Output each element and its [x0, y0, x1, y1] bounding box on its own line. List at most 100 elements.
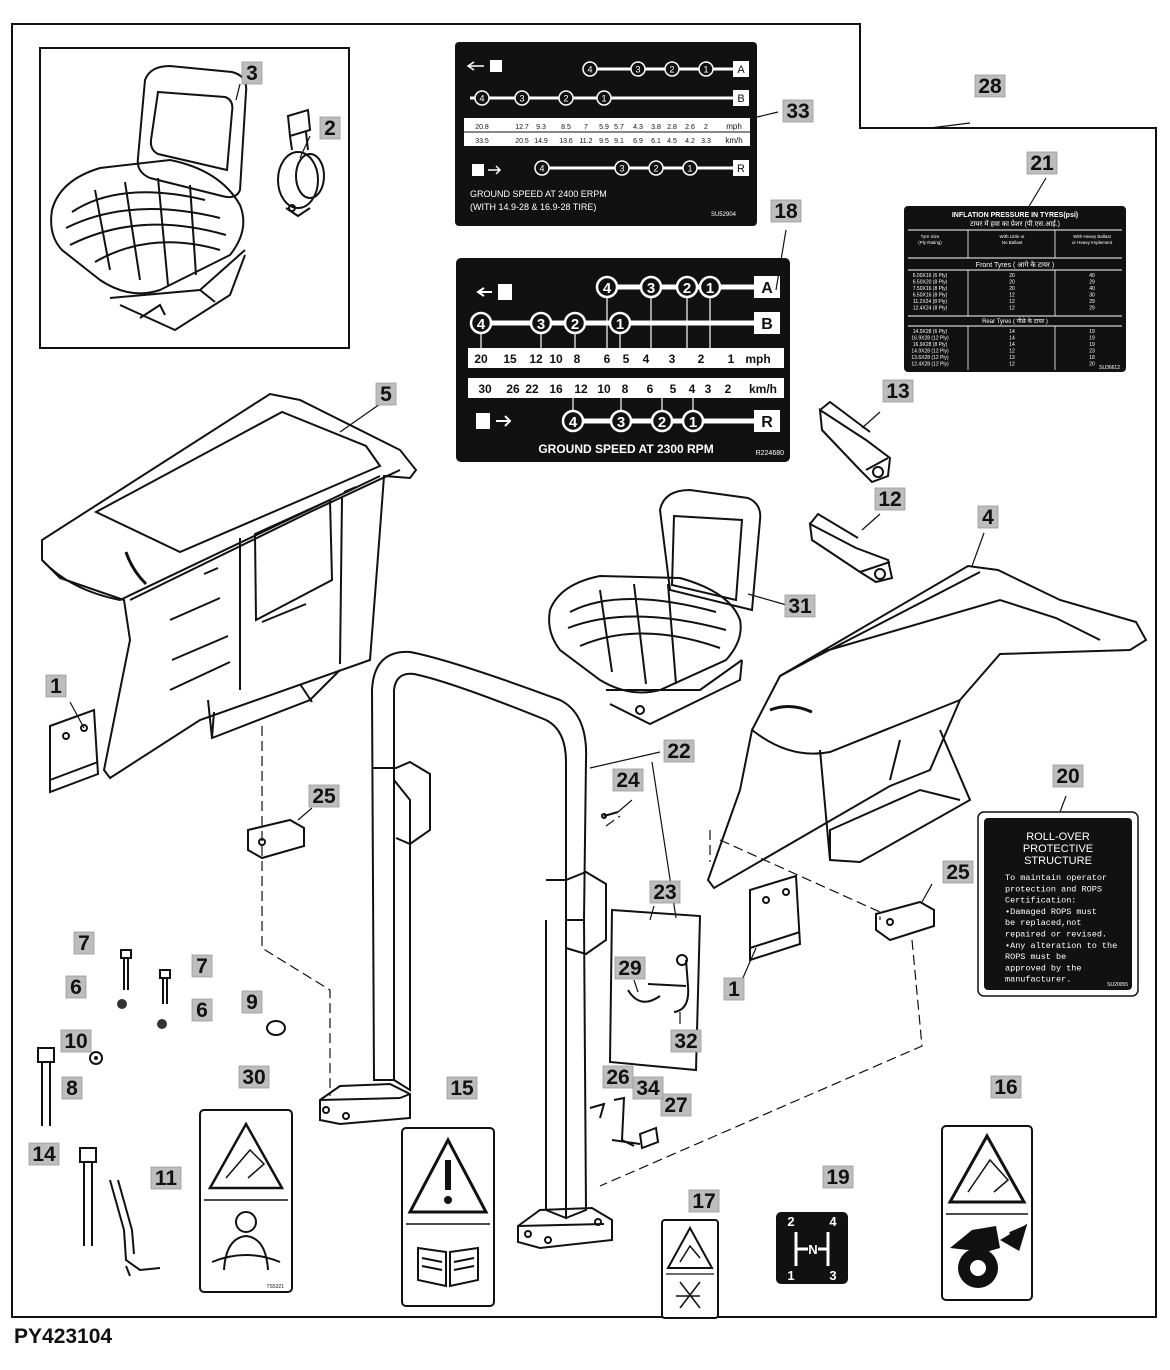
- clip-icon-27: [638, 1126, 660, 1150]
- decal-20-body: •Damaged ROPS must: [1005, 907, 1097, 917]
- range-label-18: R: [761, 414, 773, 431]
- svg-text:11: 11: [155, 1167, 178, 1190]
- svg-text:6: 6: [196, 999, 208, 1022]
- bolt-icon-7a: [120, 949, 132, 990]
- range-box: [733, 160, 749, 176]
- mph-value-18: 1: [728, 352, 735, 366]
- kmh-value-18: 26: [506, 382, 520, 396]
- latch-icon: [277, 108, 325, 218]
- callout-8: 8: [61, 1076, 83, 1100]
- mph-value: 8.5: [561, 124, 571, 131]
- svg-text:15: 15: [450, 1077, 474, 1100]
- callout-25: 25: [308, 784, 340, 808]
- seat-inset-box: [39, 47, 350, 349]
- mph-value: 7: [584, 124, 588, 131]
- callout-27: 27: [660, 1093, 692, 1117]
- range-box: [733, 61, 749, 77]
- callout-17: 17: [688, 1189, 720, 1213]
- callout-15: 15: [446, 1076, 478, 1100]
- gear-marker: [614, 160, 630, 176]
- shift-label-3: 3: [829, 1268, 836, 1283]
- mph-value-18: 6: [604, 352, 611, 366]
- svg-text:7: 7: [78, 932, 90, 955]
- decal-21-cell: 13: [1009, 355, 1015, 361]
- bolt-icon-14: [79, 1147, 97, 1246]
- gear-marker: [534, 160, 550, 176]
- callout-6: 6: [191, 998, 213, 1022]
- kmh-table-18: [468, 378, 784, 398]
- rollover-warning-icon-16: [947, 1132, 1027, 1204]
- svg-text:23: 23: [653, 881, 676, 904]
- rollover-warning-icon-17: [666, 1225, 714, 1269]
- svg-text:10: 10: [64, 1030, 87, 1053]
- callout-19: 19: [822, 1165, 854, 1189]
- decal-21-cell: 23: [1089, 349, 1095, 355]
- gear-label: 1: [703, 65, 708, 75]
- callout-13: 13: [882, 379, 914, 403]
- mph-value-18: 8: [574, 352, 581, 366]
- kmh-value-18: 22: [525, 382, 539, 396]
- callout-10: 10: [60, 1029, 92, 1053]
- kmh-value: 6.1: [651, 138, 661, 145]
- decal-21-cell: 12.4X24 (8 Ply): [913, 306, 948, 312]
- decal-21-part-no: SU36612: [1099, 365, 1120, 371]
- decal-21-title: INFLATION PRESSURE IN TYRES(psi): [952, 212, 1078, 219]
- svg-text:34: 34: [636, 1077, 660, 1100]
- gear-marker: [514, 90, 530, 106]
- decal-21-cell: 7.50X16 (8 Ply): [913, 286, 948, 292]
- decal-20-body: ROPS must be: [1005, 952, 1066, 962]
- bolt-icon-10: [37, 1047, 55, 1126]
- range-label-18: B: [761, 316, 773, 333]
- decal-21-cell: 12: [1009, 299, 1015, 305]
- clip-icon-26: [589, 1102, 606, 1119]
- bracket-icon-left: [49, 708, 100, 794]
- kmh-value: 3.3: [701, 138, 711, 145]
- rollover-warning-icon: [207, 1121, 285, 1190]
- range-box-18: [754, 312, 780, 334]
- decal-33-caption-2: (WITH 14.9-28 & 16.9-28 TIRE): [470, 202, 596, 212]
- handle-icon-11: [109, 1179, 161, 1277]
- callout-6: 6: [65, 975, 87, 999]
- callout-7: 7: [73, 931, 95, 955]
- callout-4: 4: [977, 505, 999, 529]
- kmh-value-18: 5: [670, 382, 677, 396]
- decal-21-cell: 20: [1009, 273, 1015, 279]
- kmh-value: 11.2: [579, 138, 592, 145]
- callout-26: 26: [602, 1065, 634, 1089]
- decal-21-col-header: (Ply Rating): [918, 240, 942, 245]
- decal-21-cell: 12: [1009, 362, 1015, 368]
- tractor-icon-18b: [476, 413, 490, 429]
- gear-label-18: 4: [603, 280, 612, 297]
- mph-value-18: 3: [669, 352, 676, 366]
- callout-34: 34: [632, 1076, 664, 1100]
- decal-18-part-no: R224680: [756, 450, 785, 457]
- kmh-unit: km/h: [725, 136, 742, 145]
- kmh-value: 13.6: [559, 138, 573, 145]
- nut-icon-6a: [117, 999, 127, 1009]
- svg-text:2: 2: [324, 117, 336, 140]
- svg-text:7: 7: [196, 955, 208, 978]
- decal-21-cell: 40: [1089, 273, 1095, 279]
- mph-value-18: 15: [503, 352, 517, 366]
- callout-24: 24: [612, 768, 644, 792]
- tractor-icon: [950, 1223, 1028, 1288]
- decal-16: [941, 1125, 1033, 1301]
- decal-17: [661, 1219, 719, 1319]
- decal-33-part-no: SU52904: [711, 212, 737, 218]
- svg-text:3: 3: [246, 62, 258, 85]
- svg-text:22: 22: [667, 740, 690, 763]
- decal-30-part-no: TS5321: [266, 1284, 284, 1290]
- gear-label: 2: [563, 94, 568, 104]
- gear-marker: [474, 90, 490, 106]
- svg-text:9: 9: [246, 991, 258, 1014]
- svg-text:5: 5: [380, 383, 392, 406]
- decal-21-col-header: With Heavy Ballast: [1073, 234, 1112, 239]
- decal-21-col-header: With Little or: [999, 234, 1025, 239]
- decal-21-cell: 14.9X28 (6 Ply): [913, 329, 948, 335]
- svg-text:6: 6: [70, 976, 82, 999]
- callout-14: 14: [28, 1142, 60, 1166]
- gear-marker: [698, 61, 714, 77]
- decal-21-cell: 20: [1009, 286, 1015, 292]
- svg-text:26: 26: [606, 1066, 629, 1089]
